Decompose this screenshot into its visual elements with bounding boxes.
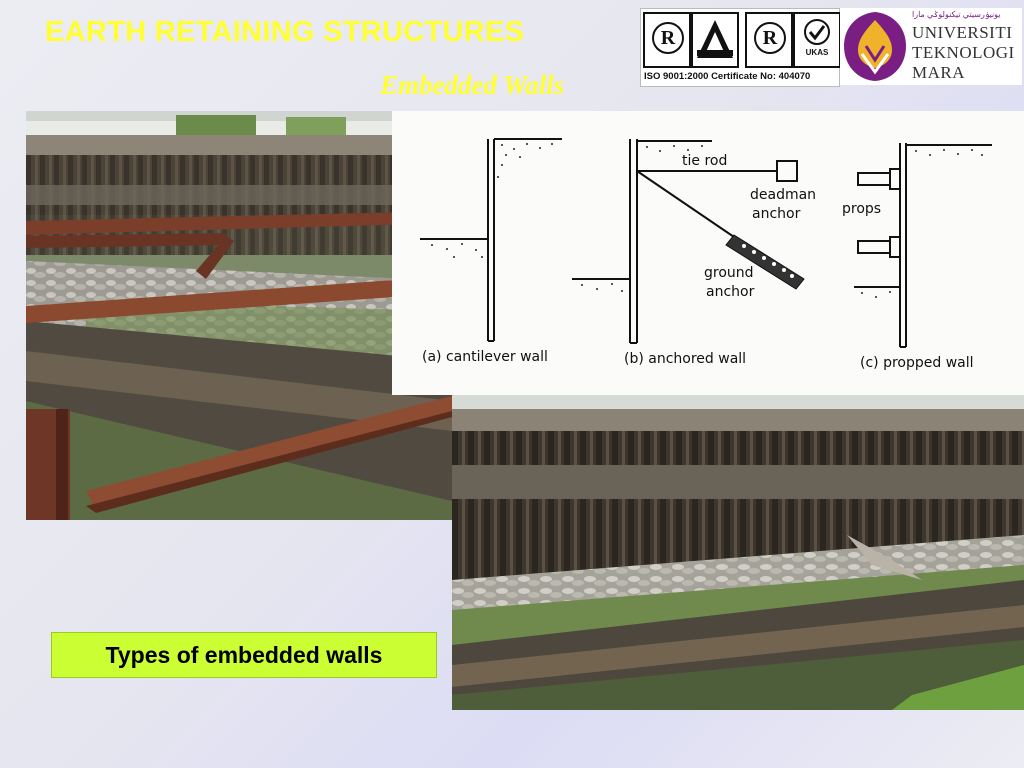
caption-anchored-wall: (b) anchored wall <box>624 351 747 367</box>
uitm-logo: يونيۏرسيتي تيكنولوݢي مارا UNIVERSITI TEK… <box>840 8 1022 85</box>
label-tie-rod: tie rod <box>682 153 728 169</box>
uitm-emblem-icon <box>844 12 906 81</box>
ukas-label: UKAS <box>805 48 829 57</box>
caption-propped-wall: (c) propped wall <box>860 355 974 371</box>
label-deadman-2: anchor <box>752 206 801 222</box>
wall-types-drawing <box>420 138 992 348</box>
uitm-line-2: TEKNOLOGI <box>912 43 1015 62</box>
label-ground-2: anchor <box>706 284 755 300</box>
certification-logos: R R UKAS ISO 9001:2000 Certificate No: 4… <box>640 8 841 87</box>
certificate-number: ISO 9001:2000 Certificate No: 404070 <box>644 71 811 82</box>
registered-mark-icon: R <box>745 12 793 68</box>
label-deadman-1: deadman <box>750 187 817 203</box>
uitm-line-1: UNIVERSITI <box>912 23 1013 42</box>
photo-sheet-pile-wall <box>452 395 1024 710</box>
iso-triangle-icon <box>691 12 739 68</box>
caption-cantilever-wall: (a) cantilever wall <box>422 349 548 365</box>
slide-title: EARTH RETAINING STRUCTURES <box>45 16 525 48</box>
registered-mark-icon: R <box>643 12 691 68</box>
photo-propped-wall <box>26 111 452 520</box>
embedded-walls-diagram: tie rod deadman anchor ground anchor pro… <box>392 111 1024 395</box>
uitm-line-3: MARA <box>912 63 966 82</box>
ukas-check-icon: UKAS <box>793 12 841 68</box>
uitm-jawi-text: يونيۏرسيتي تيكنولوݢي مارا <box>912 10 1001 19</box>
slide-subtitle: Embedded Walls <box>380 70 565 100</box>
figure-caption: Types of embedded walls <box>51 632 437 678</box>
label-ground-1: ground <box>704 265 754 281</box>
label-props: props <box>842 201 882 217</box>
